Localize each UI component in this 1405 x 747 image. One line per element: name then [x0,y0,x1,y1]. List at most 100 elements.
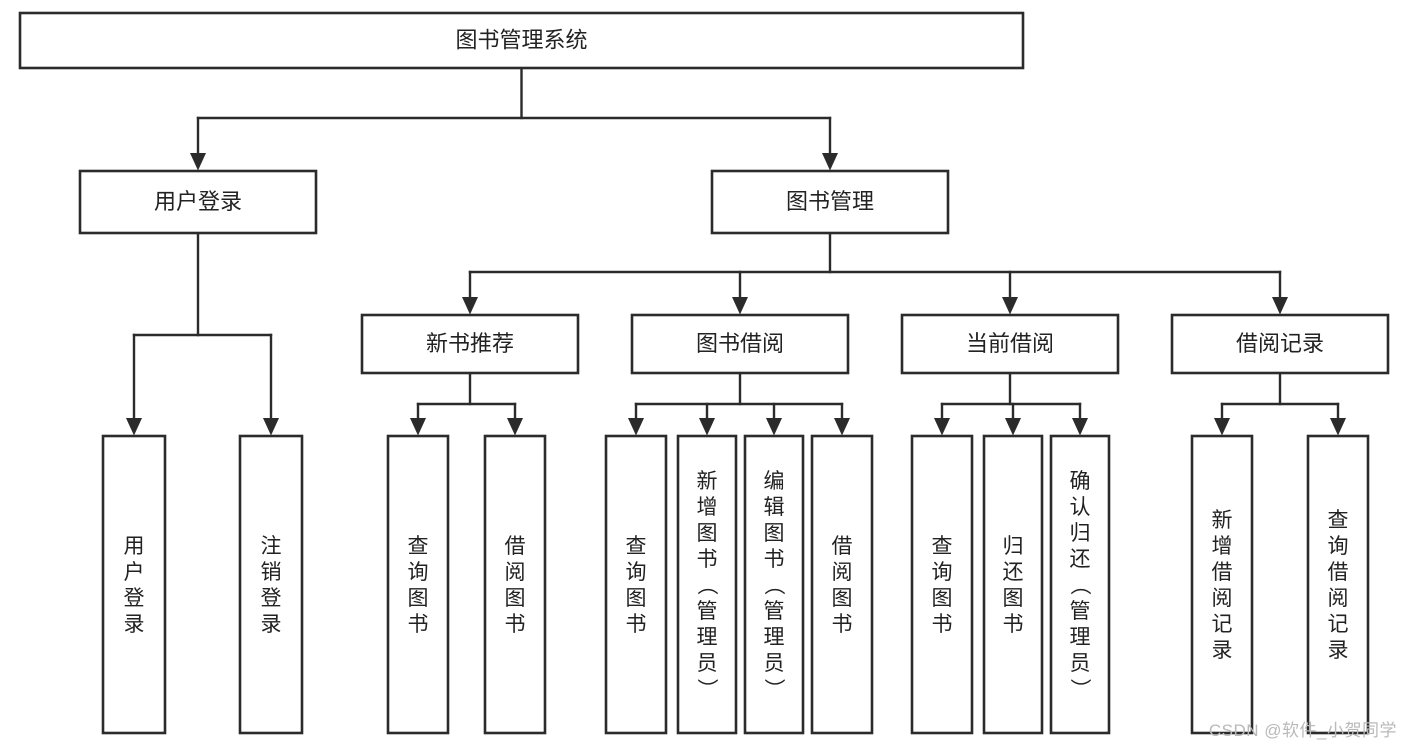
node-label-char: 书 [505,613,526,636]
node-box[interactable] [810,434,874,735]
node-box[interactable] [982,434,1044,735]
node-label-char: 阅 [832,561,853,584]
node-box[interactable] [1306,434,1370,735]
node-box[interactable] [1170,313,1390,375]
connector-layer [126,66,1346,436]
node-label-char: （ [695,574,718,595]
node-box[interactable] [910,434,974,735]
node-label-char: 借 [1328,561,1349,584]
arrow-head-icon [766,418,782,436]
node-label: 新书推荐 [426,331,514,356]
arrow-head-icon [834,418,850,436]
node-label: 图书管理 [786,189,874,214]
node-borrow-record[interactable]: 借阅记录 [1170,313,1390,375]
node-root[interactable]: 图书管理系统 [18,11,1025,70]
node-label-char: 归 [1070,522,1091,545]
node-label-char: 新 [697,470,718,493]
node-label-char: 借 [1212,561,1233,584]
node-label-char: 询 [408,561,429,584]
node-label-char: 管 [1070,600,1091,623]
arrow-head-icon [1002,297,1018,315]
arrow-head-icon [732,297,748,315]
node-box[interactable] [386,434,450,735]
node-label-char: （ [1068,574,1091,595]
node-label-char: 查 [408,535,429,558]
node-label-char: 查 [932,535,953,558]
node-label-char: 录 [1328,639,1349,662]
node-box[interactable] [676,434,738,735]
node-current-borrow[interactable]: 当前借阅 [900,313,1120,375]
node-label-char: 登 [124,587,145,610]
node-book-borrow[interactable]: 图书借阅 [630,313,850,375]
node-label-char: 书 [697,548,718,571]
node-label-char: ） [762,678,785,699]
node-box[interactable] [78,169,318,235]
node-label-char: 还 [1070,548,1091,571]
node-user-login[interactable]: 用户登录 [78,169,318,235]
node-label-char: 户 [124,561,145,584]
node-label-char: 图 [832,587,853,610]
node-label-char: 理 [697,626,718,649]
node-label-char: 图 [932,587,953,610]
node-box[interactable] [18,11,1025,70]
node-label-char: 询 [1328,535,1349,558]
node-label: 图书管理系统 [455,27,587,52]
node-label-char: 归 [1003,535,1024,558]
node-label-char: 图 [626,587,647,610]
node-label-char: 员 [697,652,718,675]
node-label-char: 记 [1328,613,1349,636]
node-label-char: 图 [697,522,718,545]
node-label-char: ） [695,678,718,699]
node-label-char: 书 [1003,613,1024,636]
node-label-char: 理 [1070,626,1091,649]
node-box[interactable] [360,313,580,375]
node-box[interactable] [101,434,167,735]
node-label-char: 图 [408,587,429,610]
node-box[interactable] [1190,434,1254,735]
node-label-char: 管 [697,600,718,623]
arrow-head-icon [410,418,426,436]
node-box[interactable] [710,169,950,235]
node-label-char: 辑 [764,496,785,519]
node-label-char: 书 [932,613,953,636]
node-label-char: 销 [261,561,282,584]
node-book-manage[interactable]: 图书管理 [710,169,950,235]
node-label-char: 认 [1070,496,1091,519]
node-label-char: 注 [261,535,282,558]
node-label-char: 查 [1328,509,1349,532]
node-box[interactable] [238,434,304,735]
node-label-char: 员 [1070,652,1091,675]
arrow-head-icon [1005,418,1021,436]
arrow-head-icon [462,297,478,315]
node-label-char: 书 [832,613,853,636]
node-box[interactable] [604,434,668,735]
node-box[interactable] [630,313,850,375]
node-box[interactable] [900,313,1120,375]
node-box[interactable] [743,434,805,735]
node-box[interactable] [483,434,547,735]
node-label-char: 用 [124,535,145,558]
node-label-char: 确 [1070,470,1091,493]
node-label-char: （ [762,574,785,595]
node-new-book-rec[interactable]: 新书推荐 [360,313,580,375]
node-label-char: 阅 [1212,587,1233,610]
arrow-head-icon [126,418,142,436]
node-box[interactable] [1049,434,1111,735]
node-leaf-user-login[interactable]: 用户登录 [101,434,167,735]
arrow-head-icon [1330,418,1346,436]
node-label-char: 还 [1003,561,1024,584]
